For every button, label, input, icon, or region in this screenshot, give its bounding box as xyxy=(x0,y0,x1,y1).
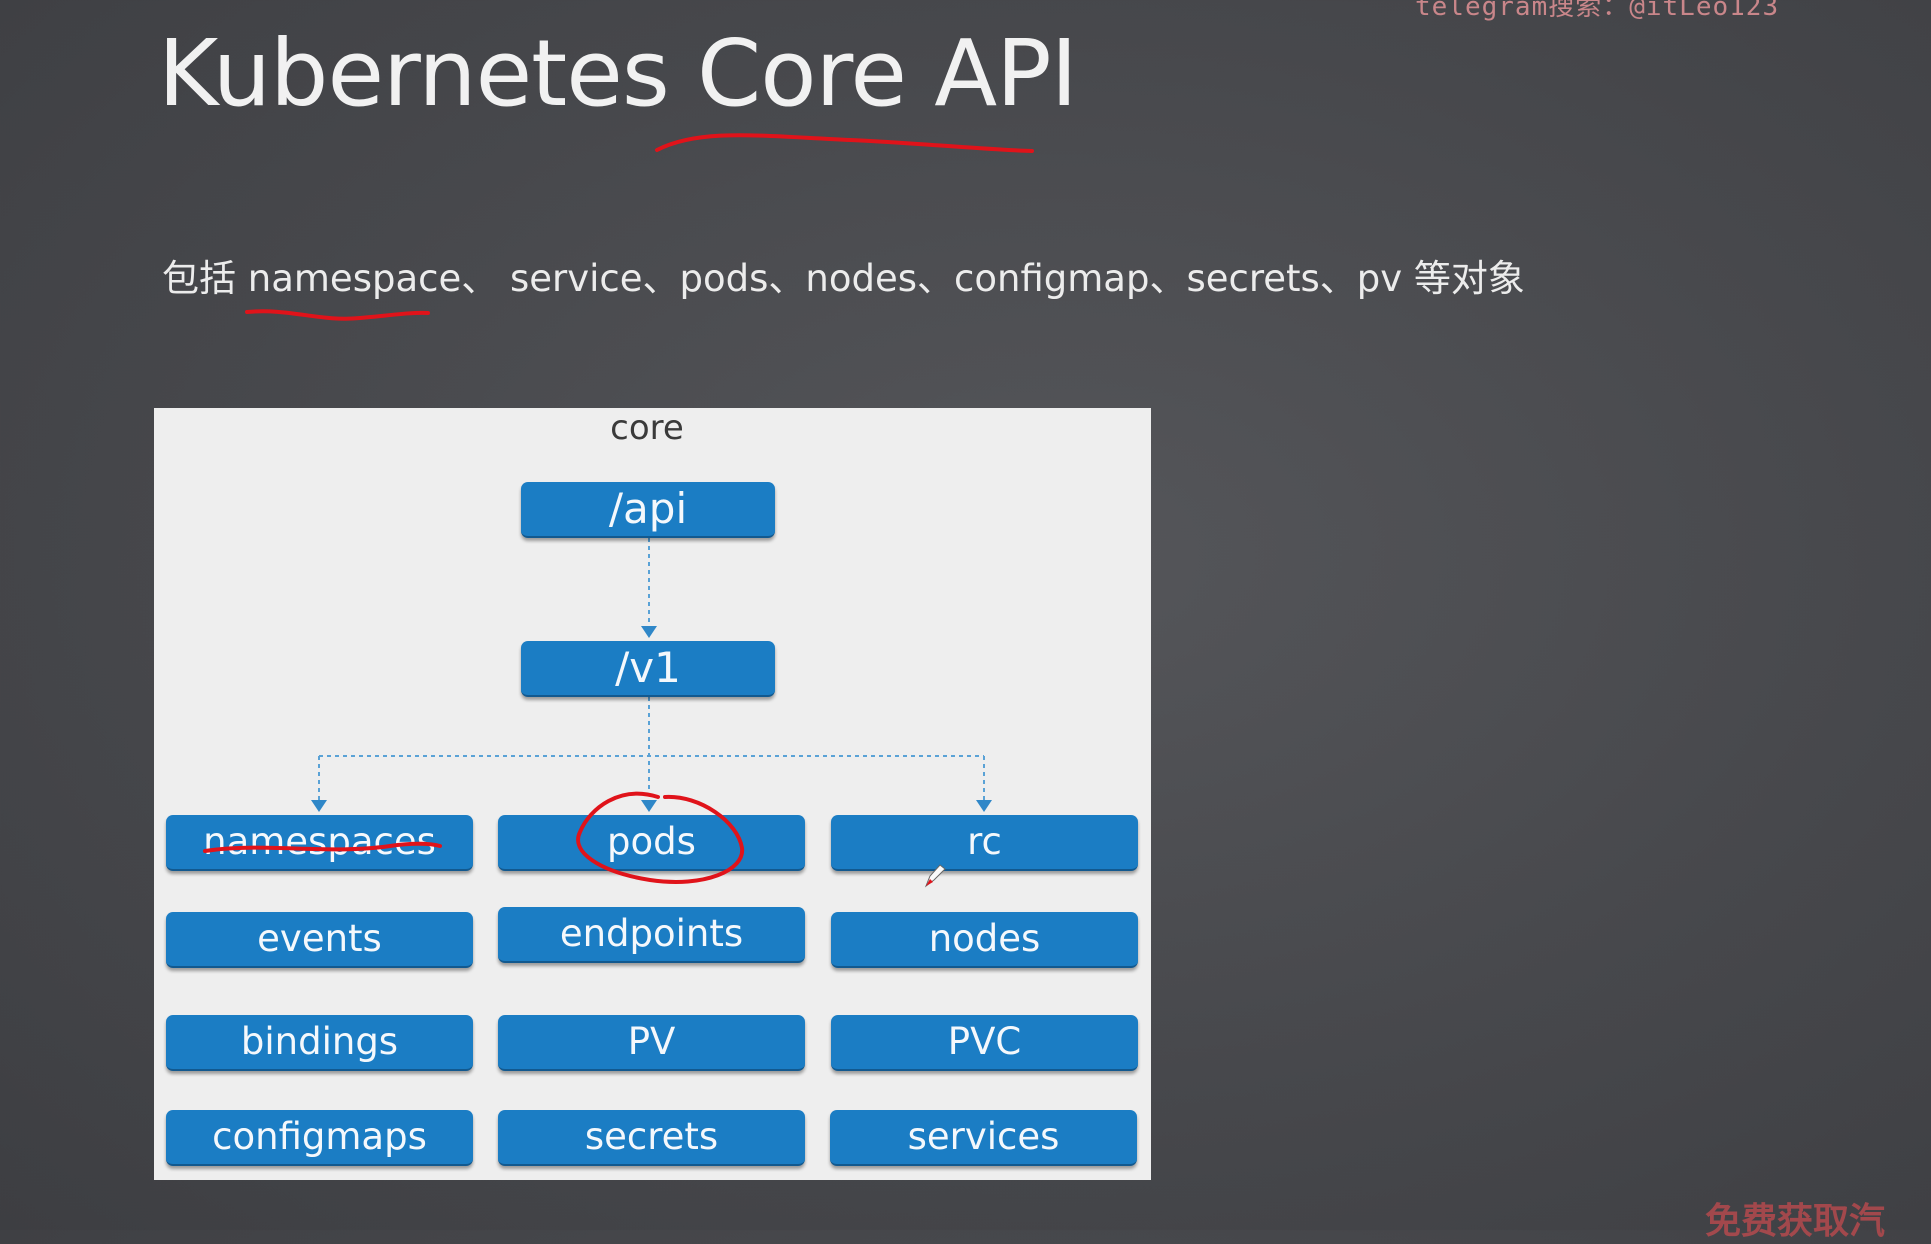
resource-rc: rc xyxy=(831,815,1138,871)
slide-description: 包括 namespace、 service、pods、nodes、configm… xyxy=(162,257,1525,300)
arrow-rc xyxy=(976,800,992,812)
core-group-label: core xyxy=(610,408,684,448)
resource-pods: pods xyxy=(498,815,805,871)
resource-nodes: nodes xyxy=(831,912,1138,968)
resource-events: events xyxy=(166,912,473,968)
resource-pv: PV xyxy=(498,1015,805,1071)
resource-endpoints: endpoints xyxy=(498,907,805,963)
resource-namespaces: namespaces xyxy=(166,815,473,871)
resource-services: services xyxy=(830,1110,1137,1166)
underline-core-api xyxy=(655,133,1034,153)
v1-node: /v1 xyxy=(521,641,775,697)
arrow-pods xyxy=(641,800,657,812)
resource-pvc: PVC xyxy=(831,1015,1138,1071)
core-api-diagram: core /api /v1 namespaces pods rc events … xyxy=(154,408,1151,1180)
pen-cursor-icon xyxy=(924,864,946,888)
api-node: /api xyxy=(521,482,775,538)
resource-secrets: secrets xyxy=(498,1110,805,1166)
arrow-v1 xyxy=(641,626,657,638)
underline-namespace xyxy=(245,309,430,321)
resource-configmaps: configmaps xyxy=(166,1110,473,1166)
resource-bindings: bindings xyxy=(166,1015,473,1071)
arrow-namespaces xyxy=(311,800,327,812)
slide-title: Kubernetes Core API xyxy=(158,20,1078,127)
watermark-top: telegram搜索：@itLeo123 xyxy=(1415,0,1780,22)
watermark-bottom: 免费获取汽 xyxy=(1705,1200,1886,1242)
